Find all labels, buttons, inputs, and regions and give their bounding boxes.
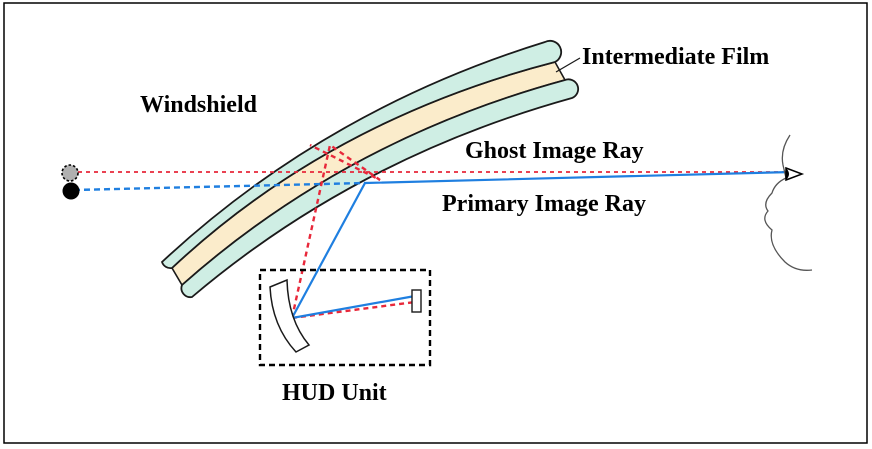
- hud-concave-mirror: [269, 278, 311, 353]
- ghost-image-dot-icon: [61, 164, 79, 182]
- ghost-ray-path: [290, 142, 381, 319]
- intermediate-film-label: Intermediate Film: [582, 44, 769, 70]
- hud-unit-label: HUD Unit: [282, 380, 387, 406]
- intermediate-film-leader: [555, 57, 581, 73]
- primary-image-ray: [73, 170, 793, 320]
- windshield-label: Windshield: [140, 92, 258, 118]
- hud-unit: [258, 268, 432, 367]
- primary-ray-virtual-extension: [73, 181, 366, 192]
- eye-icon: [785, 166, 805, 182]
- hud-display-source: [411, 289, 422, 313]
- windshield-outer-glass: [160, 39, 563, 269]
- primary-ray-path: [289, 170, 793, 320]
- face-profile-icon: [764, 134, 813, 271]
- ghost-image-ray-label: Ghost Image Ray: [465, 138, 644, 164]
- viewer: [764, 134, 813, 271]
- hud-unit-box: [258, 268, 432, 367]
- primary-image-ray-label: Primary Image Ray: [442, 191, 646, 217]
- virtual-image-dot-icon: [62, 182, 80, 200]
- windshield: [160, 39, 579, 299]
- diagram-frame: [3, 2, 868, 444]
